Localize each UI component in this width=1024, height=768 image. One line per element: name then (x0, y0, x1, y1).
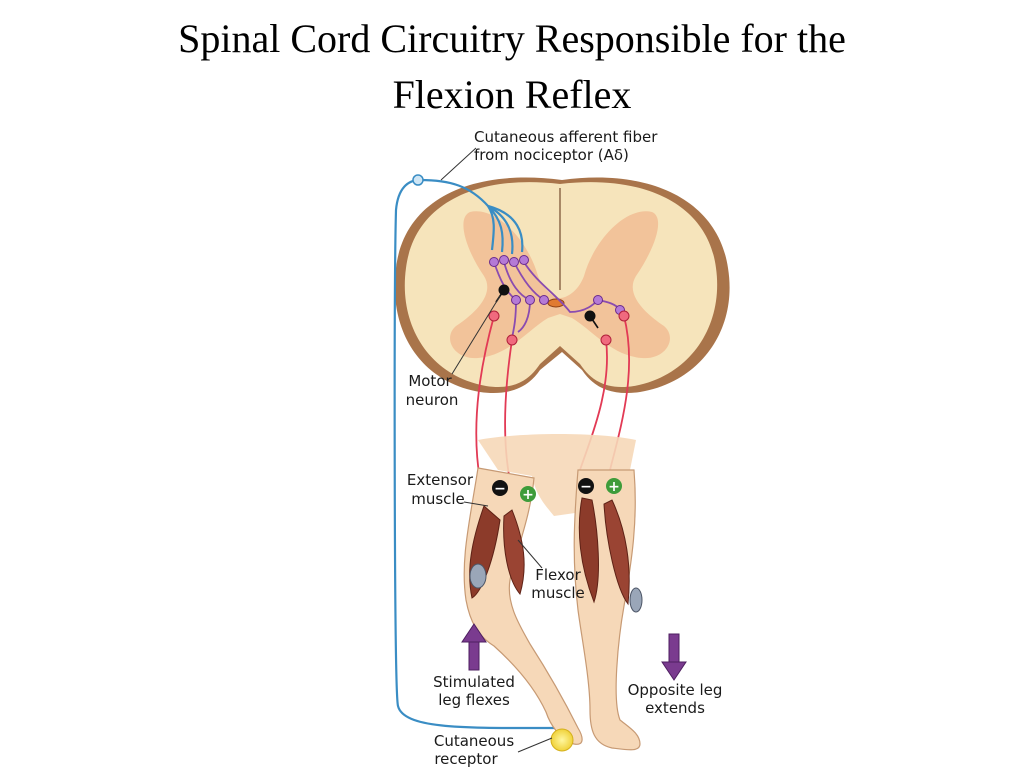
svg-text:−: − (580, 479, 592, 495)
excite-badge-left: + (520, 486, 536, 503)
cord-gray-matter (450, 211, 670, 359)
svg-text:+: + (608, 479, 620, 495)
inhibit-badge-left: − (492, 480, 508, 497)
extend-down-arrow (661, 633, 687, 681)
motor-neuron-cell (488, 310, 500, 322)
interneuron-cell (539, 295, 549, 305)
motor-neuron-cell (506, 334, 518, 346)
receptor-leader-line (517, 737, 553, 753)
afferent-label-line2: from nociceptor (Aδ) (474, 146, 629, 164)
right-flexor-muscle (603, 499, 630, 606)
interneuron-cell (525, 295, 535, 305)
motor-neuron-cell (618, 310, 630, 322)
receptor-label-line2: receptor (434, 750, 498, 768)
extensor-label-line2: muscle (411, 490, 465, 508)
motor-neuron-label-line2: neuron (406, 391, 459, 409)
slide-title-line1: Spinal Cord Circuitry Responsible for th… (178, 16, 846, 61)
dorsal-root-ganglion (412, 174, 424, 186)
knee-joints (469, 563, 643, 613)
receptor-label-line1: Cutaneous (434, 732, 514, 750)
interneuron-cell (489, 257, 499, 267)
motor-neuron-leader-line (451, 295, 501, 375)
flexor-leader-line (517, 539, 543, 569)
svg-text:+: + (522, 487, 534, 503)
spinal-cord-section (394, 177, 730, 394)
interneuron-cell (509, 257, 519, 267)
excite-badge-right: + (606, 478, 622, 495)
flexor-label-line2: muscle (531, 584, 585, 602)
stimulated-label-line1: Stimulated (433, 673, 515, 691)
right-extensor-muscle (578, 497, 599, 604)
afferent-label-line1: Cutaneous afferent fiber (474, 128, 658, 146)
cutaneous-receptor-stimulus (550, 728, 574, 752)
left-flexor-muscle (503, 509, 525, 596)
extensor-label-line1: Extensor (407, 471, 474, 489)
opposite-label-line2: extends (645, 699, 705, 717)
cord-white-matter (404, 182, 718, 388)
interneuron-cell (499, 255, 509, 265)
stimulated-label-line2: leg flexes (438, 691, 510, 709)
motor-neuron-cell (600, 334, 612, 346)
svg-text:−: − (494, 481, 506, 497)
inhibit-badge-right: − (578, 478, 594, 495)
motor-neuron-label-line1: Motor (408, 372, 452, 390)
afferent-leader-line (440, 147, 477, 181)
flex-up-arrow (461, 623, 487, 671)
interneuron-cell (511, 295, 521, 305)
flexor-label-line1: Flexor (535, 566, 581, 584)
opposite-label-line1: Opposite leg (628, 681, 723, 699)
interneuron-cell (593, 295, 603, 305)
interneuron-cell (519, 255, 529, 265)
slide-title-line2: Flexion Reflex (392, 72, 632, 117)
extensor-leader-line (463, 501, 489, 507)
